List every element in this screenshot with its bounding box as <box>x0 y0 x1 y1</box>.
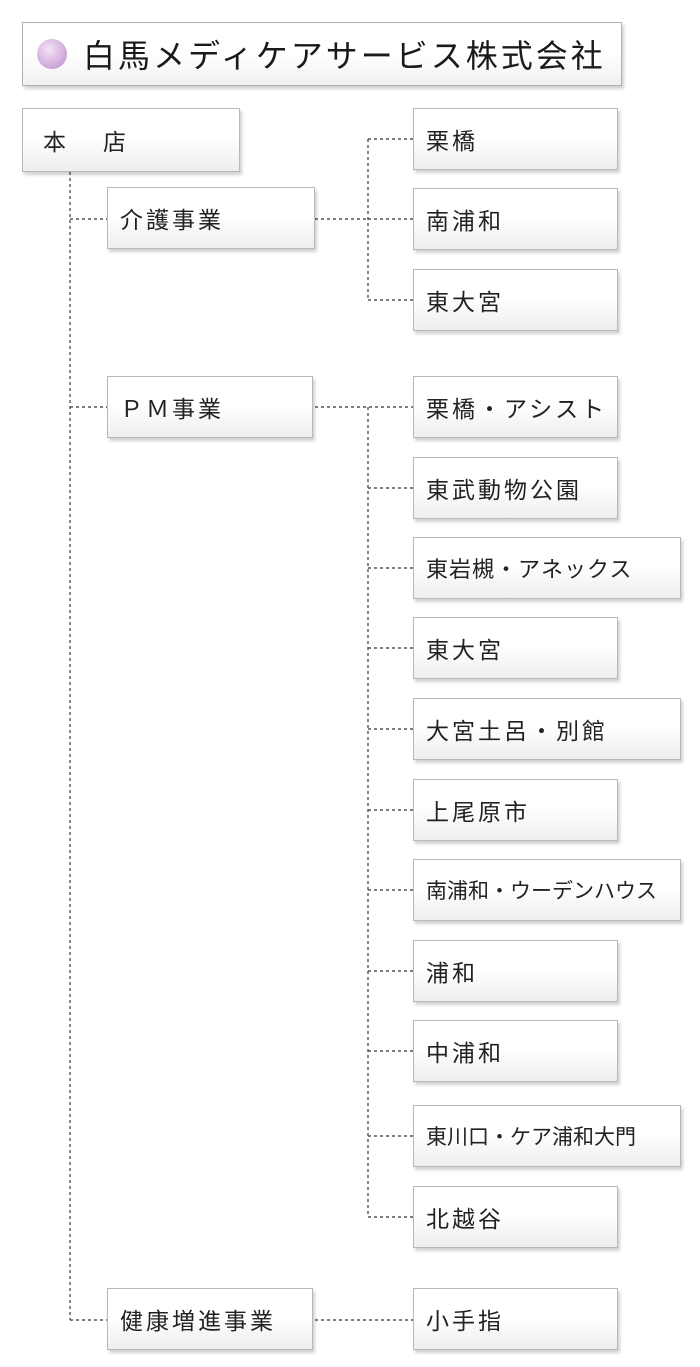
branch-box: 上尾原市 <box>413 779 618 841</box>
division-pm: ＰＭ事業 <box>107 376 313 438</box>
branch-box: 浦和 <box>413 940 618 1002</box>
branch-box: 東岩槻・アネックス <box>413 537 681 599</box>
company-title-box: 白馬メディケアサービス株式会社 <box>22 22 622 86</box>
bullet-circle-icon <box>37 39 67 69</box>
branch-box: 南浦和・ウーデンハウス <box>413 859 681 921</box>
branch-box: 栗橋 <box>413 108 618 170</box>
branch-box: 中浦和 <box>413 1020 618 1082</box>
branch-box: 東武動物公園 <box>413 457 618 519</box>
branch-box: 北越谷 <box>413 1186 618 1248</box>
branch-box: 東大宮 <box>413 617 618 679</box>
branch-box: 栗橋・アシスト <box>413 376 618 438</box>
hq-label-first: 本 <box>43 130 69 156</box>
branch-box: 小手指 <box>413 1288 618 1350</box>
branch-box: 大宮土呂・別館 <box>413 698 681 760</box>
branch-box: 東大宮 <box>413 269 618 331</box>
division-kenko: 健康増進事業 <box>107 1288 313 1350</box>
hq-label-second: 店 <box>103 130 129 156</box>
branch-box: 南浦和 <box>413 188 618 250</box>
company-name: 白馬メディケアサービス株式会社 <box>83 37 606 75</box>
hq-box: 本 店 <box>22 108 240 172</box>
branch-box: 東川口・ケア浦和大門 <box>413 1105 681 1167</box>
division-kaigo: 介護事業 <box>107 187 315 249</box>
